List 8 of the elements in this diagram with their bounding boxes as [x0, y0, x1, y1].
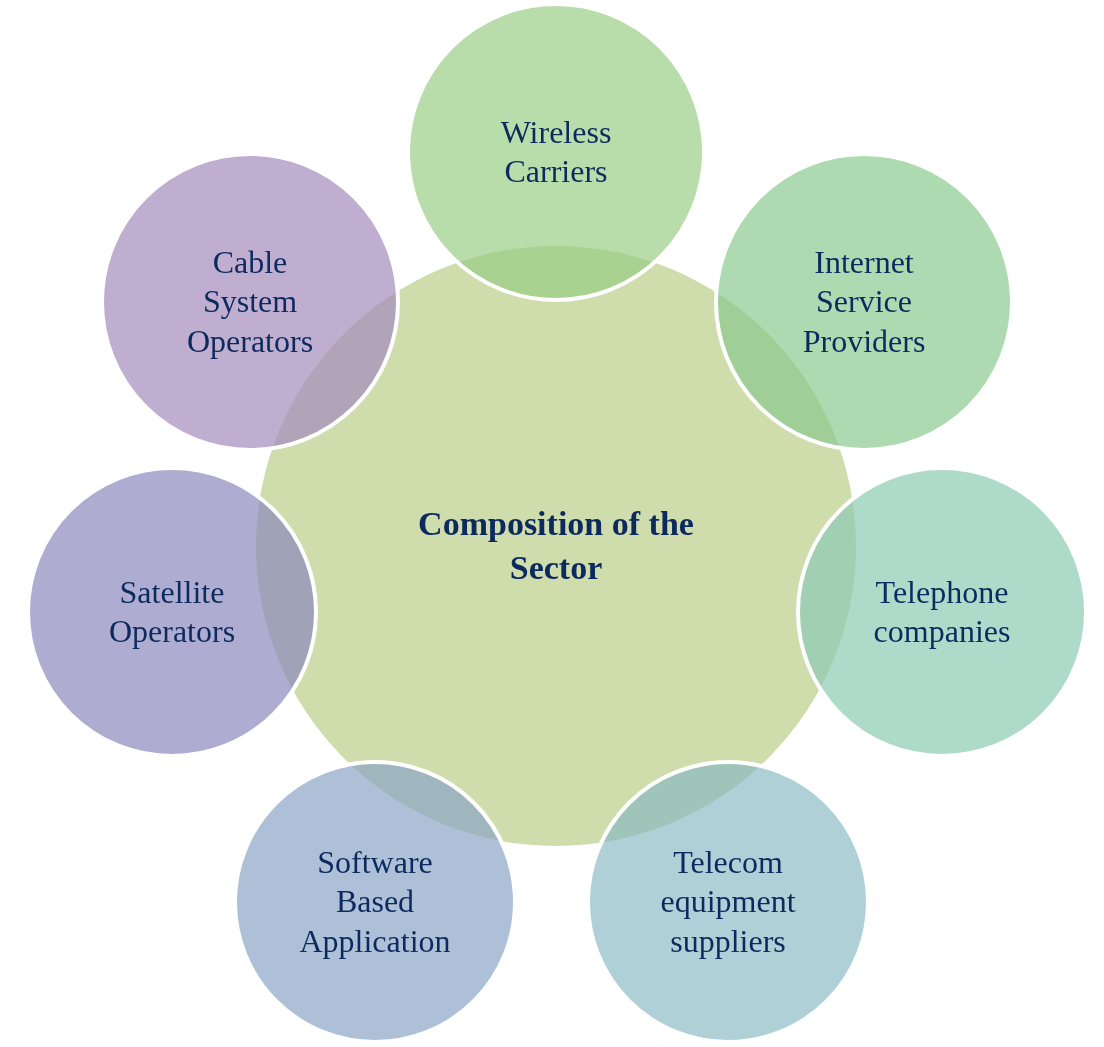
category-label: Wireless Carriers	[499, 112, 613, 191]
category-label: Satellite Operators	[107, 572, 237, 651]
category-label: Cable System Operators	[185, 243, 315, 361]
category-label: Telecom equipment suppliers	[659, 843, 797, 961]
category-label: Internet Service Providers	[801, 243, 927, 361]
category-label: Software Based Application	[298, 843, 452, 961]
category-label: Telephone companies	[872, 572, 1012, 651]
hub-title: Composition of the Sector	[417, 503, 695, 588]
